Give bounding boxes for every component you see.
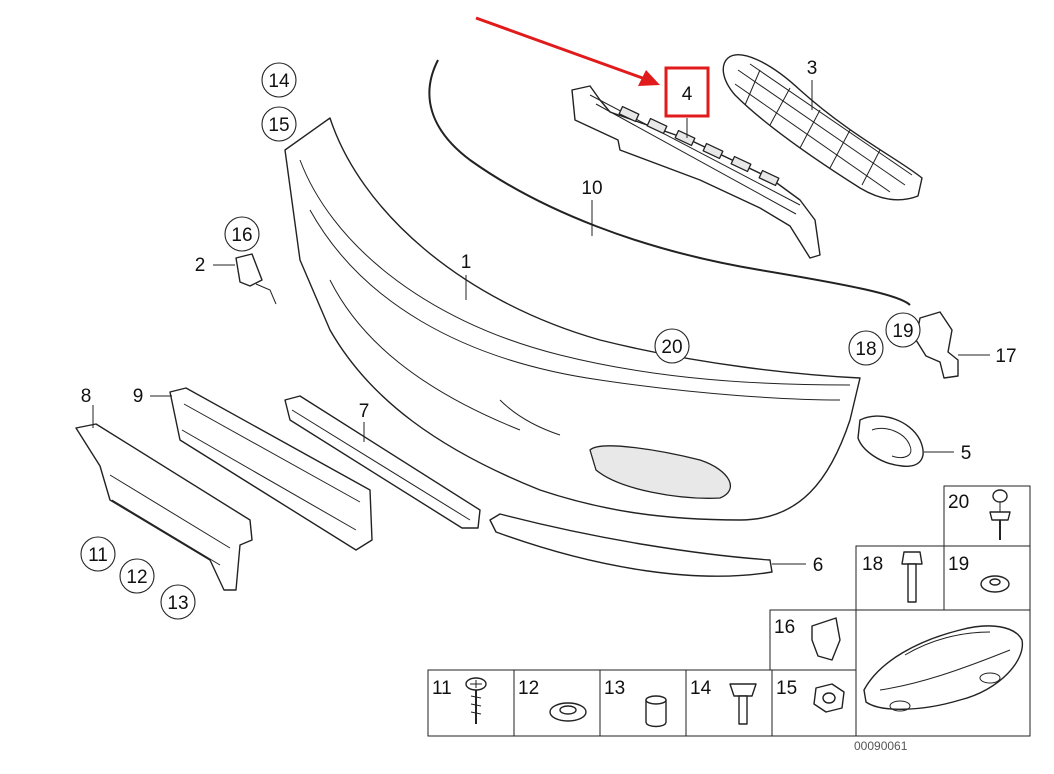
table-label-11: 11 [432,678,452,699]
table-label-16: 16 [774,617,795,638]
grommet-icon [549,702,587,722]
part-9-panel [169,387,373,551]
circled-labels [80,62,921,620]
label-13: 13 [167,593,188,614]
label-20: 20 [661,337,682,358]
hex-bolt-icon [901,551,923,603]
highlight-box [664,66,710,118]
label-8: 8 [81,386,92,407]
label-16: 16 [231,225,252,246]
cap-icon [645,695,667,728]
clip-icon [811,617,841,661]
table-label-18: 18 [862,554,883,575]
table-label-15: 15 [776,678,797,699]
catalog-number: 00090061 [854,739,908,753]
hardware-table: 20 18 19 16 [427,485,1031,737]
label-5: 5 [961,443,972,464]
bolt-icon [989,489,1011,540]
leader-lines [92,80,990,565]
label-12: 12 [126,567,147,588]
part-3-mesh-grille [722,54,923,201]
highlight-arrowhead [638,70,660,86]
table-label-14: 14 [690,678,712,699]
part-7-strip [284,395,481,529]
table-label-19: 19 [948,554,969,575]
label-18: 18 [855,339,876,360]
push-pin-icon [729,683,757,725]
table-label-12: 12 [518,678,539,699]
label-3: 3 [807,58,818,79]
label-7: 7 [359,401,370,422]
nut-icon [813,683,845,713]
part-2-clip [235,253,277,305]
part-8-panel [75,423,253,591]
table-label-13: 13 [604,678,625,699]
label-11: 11 [88,545,108,566]
label-15: 15 [268,115,289,136]
label-10: 10 [581,178,602,199]
label-17: 17 [995,346,1016,367]
highlight-annotation [475,16,710,118]
washer-icon [980,575,1010,593]
part-17-bracket [915,311,959,379]
label-2: 2 [195,255,206,276]
hood-outline [428,59,911,306]
car-icon [863,625,1024,712]
part-5-ring [857,415,924,467]
table-label-20: 20 [948,492,969,513]
highlight-arrow-line [475,16,649,82]
label-4: 4 [682,84,693,105]
label-texts: 4 3 10 1 2 14 15 16 20 18 19 17 5 8 9 7 … [81,58,1017,614]
part-6-strip [489,513,773,577]
part-4-grille-bar [571,85,821,259]
label-19: 19 [892,321,913,342]
label-14: 14 [268,71,290,92]
part-1-bumper [284,117,861,521]
label-1: 1 [461,252,472,273]
label-9: 9 [133,386,144,407]
screw-icon [465,677,487,724]
label-6: 6 [813,555,824,576]
